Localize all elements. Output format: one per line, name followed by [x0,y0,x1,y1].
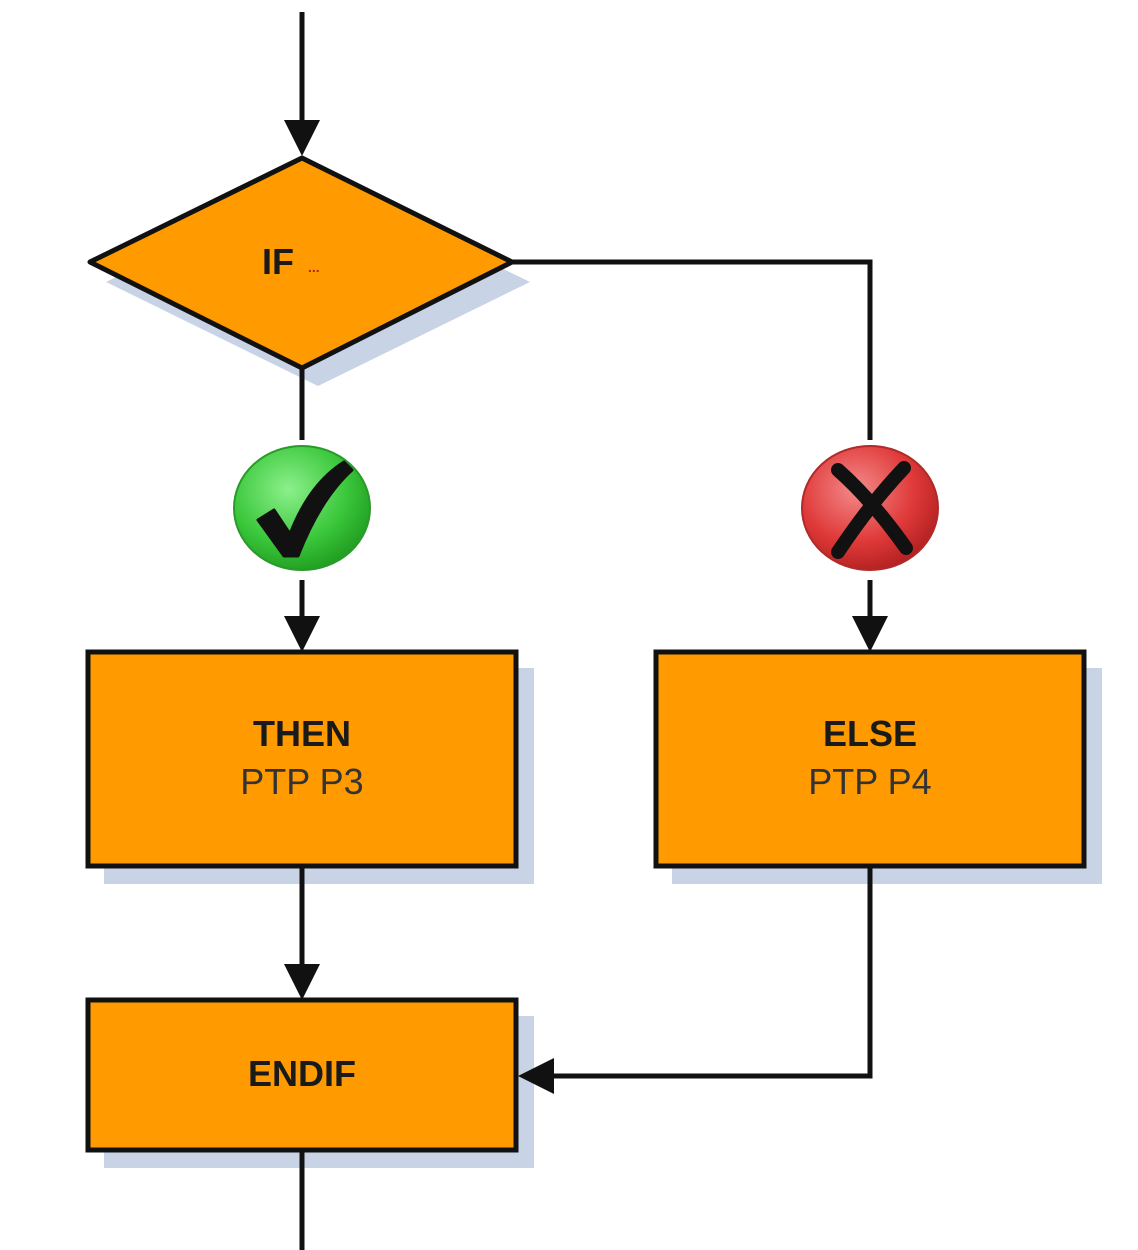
endif-box [85,997,519,1153]
no-branch-line [512,259,873,440]
x-icon [831,461,913,559]
no-badge [801,445,939,571]
arrowhead-else [852,616,888,652]
decision-label: IF [262,241,294,282]
arrowhead-then [284,616,320,652]
then-box [85,649,519,869]
then-subtitle: PTP P3 [240,761,363,802]
then-title: THEN [253,713,351,754]
decision-diamond [87,155,515,371]
check-icon [256,460,354,558]
arrowhead-endif-top [284,964,320,1000]
else-box [653,649,1087,869]
else-subtitle: PTP P4 [808,761,931,802]
else-title: ELSE [823,713,917,754]
arrowhead-endif-right [518,1058,554,1094]
endif-title: ENDIF [248,1053,356,1094]
yes-badge [233,445,371,571]
arrowheads [284,120,888,1094]
arrowhead-entry [284,120,320,156]
else-to-endif-line [548,866,873,1079]
connectors [299,12,873,1250]
decision-ellipsis: ... [308,259,320,275]
